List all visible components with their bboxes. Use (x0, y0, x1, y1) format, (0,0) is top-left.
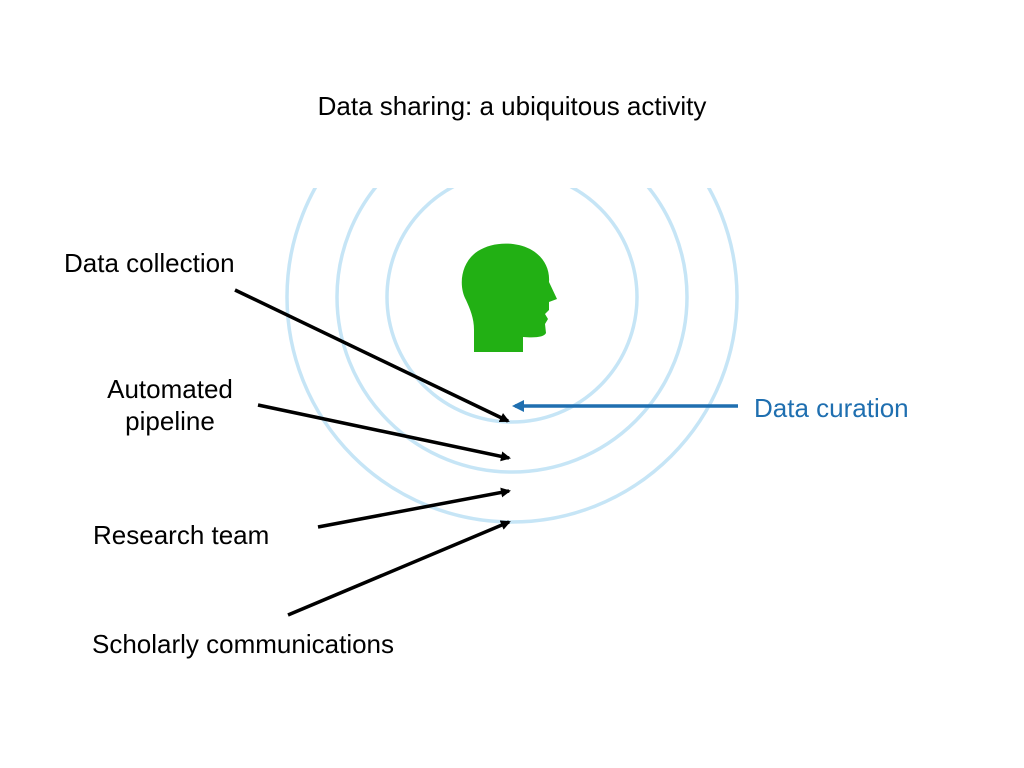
label-automated-pipeline-line1: Automated (107, 374, 233, 404)
arrow-research-team (317, 487, 511, 529)
arrow-automated-pipeline (257, 403, 511, 462)
label-automated-pipeline-line2: pipeline (125, 406, 215, 436)
ring-outer (285, 188, 739, 524)
ring-inner (385, 188, 639, 424)
concentric-rings (285, 188, 739, 524)
ring-middle (335, 188, 689, 474)
arrow-scholarly-communications (287, 520, 511, 617)
arrow-data-collection (234, 288, 510, 423)
diagram-title: Data sharing: a ubiquitous activity (317, 91, 707, 121)
label-data-curation: Data curation (754, 393, 909, 423)
label-automated-pipeline: Automated pipeline (80, 373, 260, 437)
human-head-profile-icon (461, 243, 557, 352)
label-research-team: Research team (93, 520, 270, 550)
label-data-collection: Data collection (64, 248, 235, 278)
source-arrows (234, 288, 511, 617)
label-scholarly-communications: Scholarly communications (92, 629, 395, 659)
